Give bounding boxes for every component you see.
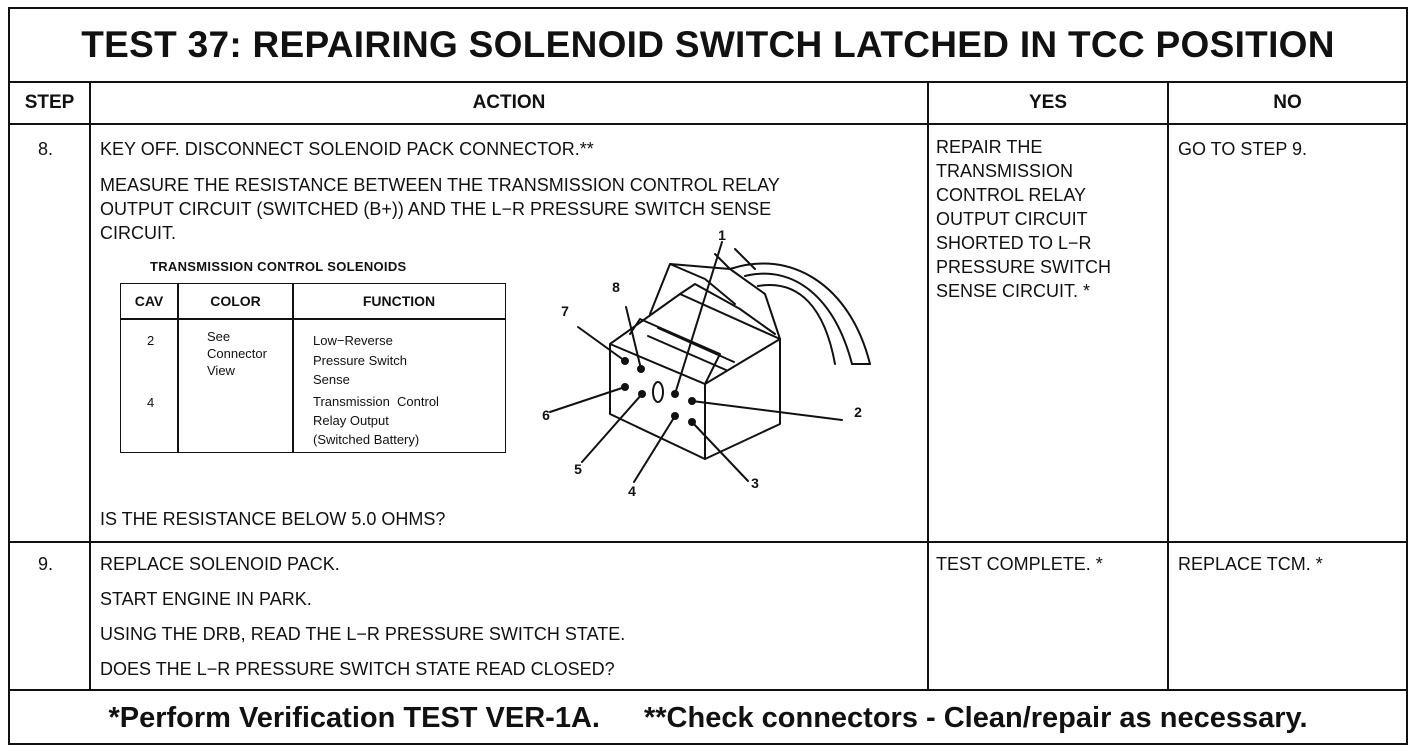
footer-connector-note: **Check connectors - Clean/repair as nec… — [643, 701, 1308, 734]
step-8-yes-line: SHORTED TO L−R — [936, 233, 1092, 253]
solenoid-header-separator — [121, 318, 505, 320]
solenoid-connector-diagram: 1 2 3 4 5 6 7 8 — [542, 227, 871, 499]
step-8-action-line: OUTPUT CIRCUIT (SWITCHED (B+)) AND THE L… — [100, 199, 772, 219]
pin-label: 8 — [612, 279, 620, 295]
solenoid-header-color: COLOR — [210, 293, 261, 309]
solenoid-cav-cell: 4 — [147, 395, 155, 410]
solenoid-color-cell: Connector — [207, 346, 267, 361]
step-9-number: 9. — [38, 554, 54, 574]
pin-label: 7 — [561, 303, 569, 319]
solenoid-color-cell: View — [207, 363, 235, 378]
pin-label: 5 — [574, 461, 582, 477]
column-header-row: STEP ACTION YES NO — [10, 83, 1406, 125]
step-8-yes-line: CONTROL RELAY — [936, 185, 1087, 205]
step-8-action-line: MEASURE THE RESISTANCE BETWEEN THE TRANS… — [100, 175, 780, 195]
test-sheet: TEST 37: REPAIRING SOLENOID SWITCH LATCH… — [8, 7, 1408, 745]
step-8-number: 8. — [38, 139, 54, 159]
solenoid-header-function: FUNCTION — [362, 293, 436, 309]
pin-label: 6 — [542, 407, 550, 423]
pin-label: 1 — [718, 227, 726, 243]
step-9-action-line: REPLACE SOLENOID PACK. — [100, 554, 340, 574]
step-8-yes-line: PRESSURE SWITCH — [936, 257, 1112, 277]
solenoid-header-cav: CAV — [134, 293, 164, 309]
step-9-yes: TEST COMPLETE. * — [936, 554, 1103, 574]
step-9-action-line: DOES THE L−R PRESSURE SWITCH STATE READ … — [100, 659, 615, 679]
grid-line-yes — [1167, 83, 1169, 691]
step-8-question: IS THE RESISTANCE BELOW 5.0 OHMS? — [100, 509, 446, 529]
step-8-action-line: KEY OFF. DISCONNECT SOLENOID PACK CONNEC… — [100, 139, 594, 159]
solenoid-table: CAV COLOR FUNCTION 2 See Connector View … — [120, 283, 506, 453]
row-separator — [10, 541, 1406, 543]
step-9-action-line: START ENGINE IN PARK. — [100, 589, 312, 609]
header-step: STEP — [24, 92, 75, 113]
step-9-no: REPLACE TCM. * — [1178, 554, 1323, 574]
footer-notes: *Perform Verification TEST VER-1A. **Che… — [10, 691, 1406, 745]
grid-line-action — [927, 83, 929, 691]
solenoid-function-cell: Pressure Switch — [313, 353, 407, 368]
pin-label: 2 — [854, 404, 862, 420]
header-no: NO — [1273, 92, 1302, 113]
page-title: TEST 37: REPAIRING SOLENOID SWITCH LATCH… — [10, 9, 1406, 83]
step-8-yes-line: TRANSMISSION — [936, 161, 1074, 181]
step-8-action-line: CIRCUIT. — [100, 223, 176, 243]
step-8-yes-line: OUTPUT CIRCUIT — [936, 209, 1088, 229]
solenoid-function-cell: Low−Reverse — [313, 333, 393, 348]
header-yes: YES — [1028, 92, 1068, 113]
footer-verification-note: *Perform Verification TEST VER-1A. — [108, 701, 600, 734]
grid-line-step — [89, 83, 91, 691]
step-8-no: GO TO STEP 9. — [1178, 139, 1308, 159]
solenoid-color-cell: See — [207, 329, 231, 344]
footer-separator — [10, 689, 1406, 691]
solenoid-table-title: TRANSMISSION CONTROL SOLENOIDS — [150, 259, 407, 274]
solenoid-function-cell: (Switched Battery) — [313, 432, 420, 447]
pin-label: 4 — [628, 483, 636, 499]
step-9-action-line: USING THE DRB, READ THE L−R PRESSURE SWI… — [100, 624, 626, 644]
solenoid-function-cell: Transmission Control — [313, 394, 439, 409]
solenoid-function-cell: Sense — [313, 372, 350, 387]
pin-label: 3 — [751, 475, 759, 491]
solenoid-cav-cell: 2 — [147, 333, 155, 348]
header-action: ACTION — [472, 92, 546, 113]
step-8-yes-line: SENSE CIRCUIT. * — [936, 281, 1091, 301]
step-8-yes-line: REPAIR THE — [936, 137, 1043, 157]
solenoid-grid-line — [177, 284, 179, 452]
solenoid-grid-line — [292, 284, 294, 452]
solenoid-function-cell: Relay Output — [313, 413, 389, 428]
